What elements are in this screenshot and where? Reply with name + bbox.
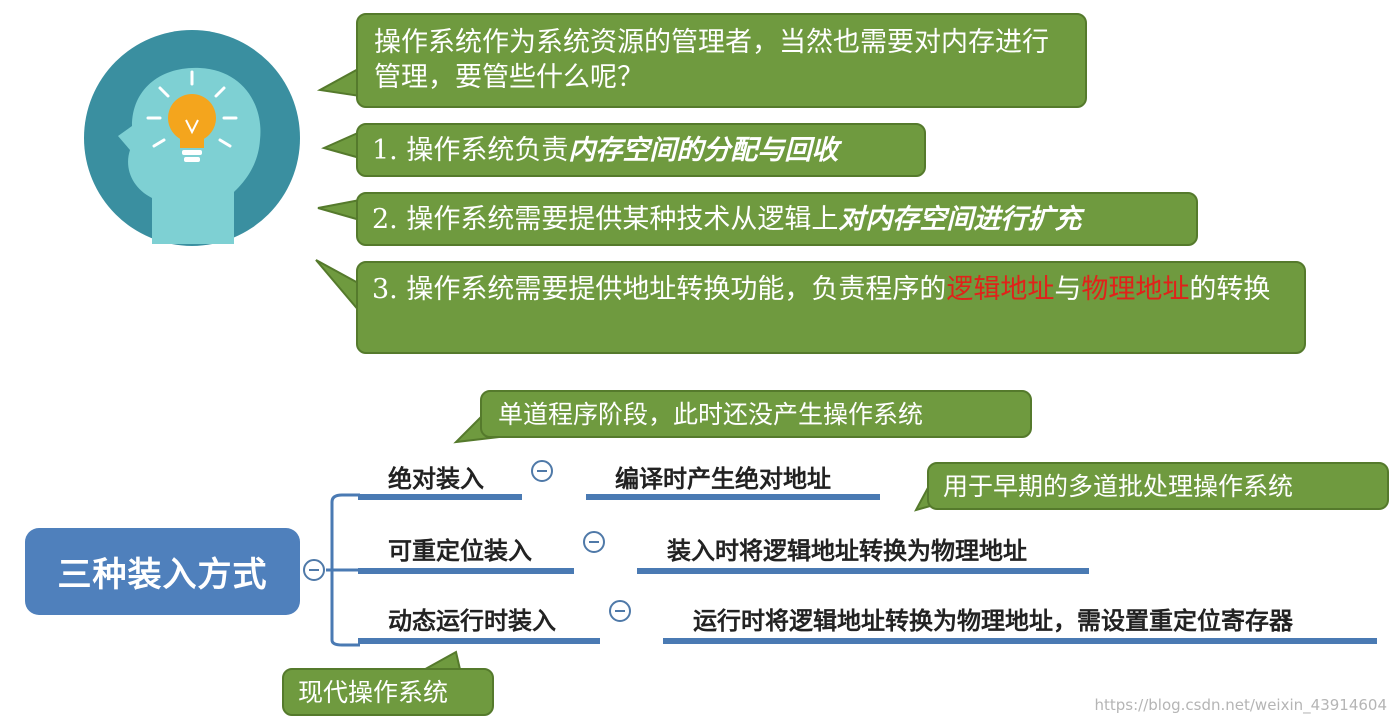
branch-relocatable-detail-bar: [637, 568, 1089, 574]
branch-relocatable-bar: [358, 568, 574, 574]
branch-relocatable-label[interactable]: 可重定位装入: [388, 537, 532, 565]
branch-dynamic-bar: [358, 638, 600, 644]
single-program-note: 单道程序阶段，此时还没产生操作系统: [480, 390, 1032, 438]
item2-callout: 2. 操作系统需要提供某种技术从逻辑上对内存空间进行扩充: [356, 192, 1198, 246]
physical-address-highlight: 物理地址: [1081, 274, 1190, 305]
branch-absolute-bar: [358, 494, 522, 500]
branch-absolute-collapse-icon[interactable]: [531, 460, 553, 482]
watermark: https://blog.csdn.net/weixin_43914604: [1094, 696, 1387, 714]
early-batch-note: 用于早期的多道批处理操作系统: [927, 462, 1389, 510]
item1-emphasis: 内存空间的分配与回收: [568, 135, 839, 166]
branch-dynamic-collapse-icon[interactable]: [609, 600, 631, 622]
intro-callout: 操作系统作为系统资源的管理者，当然也需要对内存进行管理，要管些什么呢？: [356, 13, 1087, 108]
branch-relocatable-detail[interactable]: 装入时将逻辑地址转换为物理地址: [667, 537, 1027, 565]
head-lightbulb-icon: [84, 30, 300, 246]
central-node[interactable]: 三种装入方式: [25, 528, 300, 615]
item3-callout: 3. 操作系统需要提供地址转换功能，负责程序的逻辑地址与物理地址的转换: [356, 261, 1306, 354]
item3-suffix: 的转换: [1189, 274, 1271, 305]
branch-absolute-detail-bar: [586, 494, 880, 500]
logical-address-highlight: 逻辑地址: [946, 274, 1055, 305]
single-program-note-text: 单道程序阶段，此时还没产生操作系统: [498, 400, 924, 429]
branch-dynamic-label[interactable]: 动态运行时装入: [388, 607, 556, 635]
item2-prefix: 2. 操作系统需要提供某种技术从逻辑上: [372, 204, 839, 235]
branch-dynamic-detail-bar: [663, 638, 1377, 644]
modern-os-note-text: 现代操作系统: [298, 678, 449, 707]
modern-os-note: 现代操作系统: [282, 668, 494, 716]
early-batch-note-text: 用于早期的多道批处理操作系统: [943, 472, 1294, 501]
item1-callout: 1. 操作系统负责内存空间的分配与回收: [356, 123, 926, 177]
central-node-label: 三种装入方式: [57, 555, 268, 595]
branch-relocatable-collapse-icon[interactable]: [583, 531, 605, 553]
item3-mid: 与: [1054, 274, 1082, 305]
item2-emphasis: 对内存空间进行扩充: [838, 204, 1082, 235]
branch-dynamic-detail[interactable]: 运行时将逻辑地址转换为物理地址，需设置重定位寄存器: [693, 607, 1293, 635]
intro-text: 操作系统作为系统资源的管理者，当然也需要对内存进行管理，要管些什么呢？: [374, 27, 1049, 93]
branch-absolute-label[interactable]: 绝对装入: [388, 465, 484, 493]
branch-absolute-detail[interactable]: 编译时产生绝对地址: [615, 465, 831, 493]
item3-prefix: 3. 操作系统需要提供地址转换功能，负责程序的: [372, 274, 947, 305]
collapse-toggle-icon[interactable]: [303, 559, 325, 581]
item1-prefix: 1. 操作系统负责: [372, 135, 569, 166]
